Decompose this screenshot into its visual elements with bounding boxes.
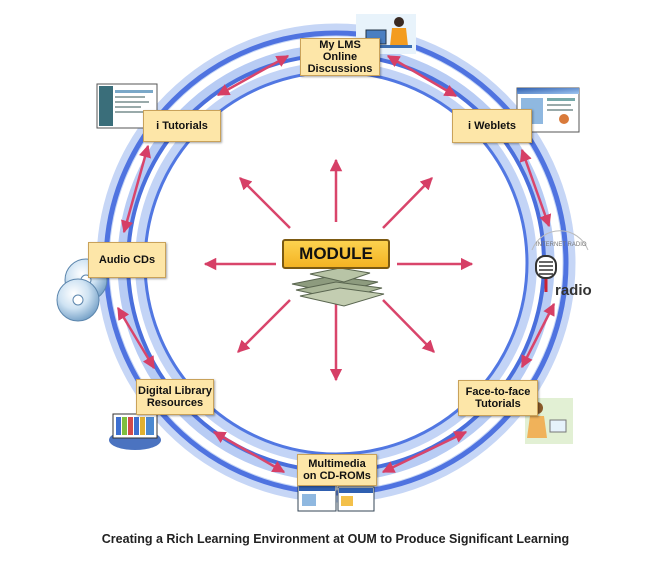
node-i-weblets: i Weblets	[452, 109, 532, 143]
node-audio-cds: Audio CDs	[88, 242, 166, 278]
node-my-lms-line-3: Discussions	[307, 63, 373, 75]
arrow-downleft	[237, 299, 291, 353]
node-face-to-face: Face-to-face Tutorials	[458, 380, 538, 416]
outer-arrows	[116, 54, 556, 474]
module-label: MODULE	[282, 239, 390, 269]
multimedia-screenshots	[297, 484, 375, 512]
node-my-lms: My LMS Online Discussions	[300, 38, 380, 76]
node-face-to-face-line-2: Tutorials	[475, 398, 521, 410]
arrow-upright	[382, 177, 433, 229]
node-audio-cds-label: Audio CDs	[98, 254, 156, 266]
node-my-lms-line-2: Online	[322, 51, 358, 63]
face-to-face-image	[525, 398, 573, 444]
iradio-logo-text: radio	[555, 282, 592, 299]
node-digital-library-line-2: Resources	[146, 397, 204, 409]
node-multimedia: Multimedia on CD-ROMs	[297, 454, 377, 486]
digital-library-books	[109, 413, 161, 450]
node-face-to-face-line-1: Face-to-face	[465, 386, 531, 398]
module-books-image	[291, 267, 385, 307]
node-digital-library-line-1: Digital Library	[138, 385, 212, 397]
node-multimedia-line-1: Multimedia	[308, 458, 366, 470]
iradio-arc-text: INTERNET RADIO	[536, 242, 587, 248]
node-i-weblets-label: i Weblets	[467, 120, 517, 132]
node-multimedia-line-2: on CD-ROMs	[303, 470, 371, 482]
node-i-tutorials-label: i Tutorials	[156, 120, 208, 132]
node-my-lms-line-1: My LMS	[319, 39, 361, 51]
inner-arrows	[203, 158, 474, 382]
diagram-caption: Creating a Rich Learning Environment at …	[101, 532, 570, 546]
node-digital-library: Digital Library Resources	[136, 379, 214, 415]
arrow-downright	[382, 299, 435, 353]
node-i-tutorials: i Tutorials	[143, 110, 221, 142]
arrow-upleft	[239, 177, 291, 229]
iradio-logo	[531, 230, 589, 292]
